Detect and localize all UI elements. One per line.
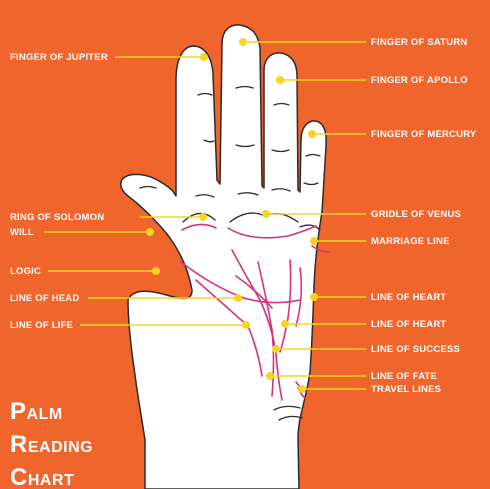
hand-outline <box>120 24 327 489</box>
title-line-2: READING <box>10 431 94 458</box>
label-gridle-of-venus: GRIDLE OF VENUS <box>371 209 462 220</box>
label-line-of-success: LINE OF SUCCESS <box>371 344 461 355</box>
leader-lines <box>44 37 366 393</box>
label-line-of-heart-upper: LINE OF HEART <box>371 292 447 303</box>
label-finger-of-jupiter: FINGER OF JUPITER <box>10 52 108 63</box>
label-logic: LOGIC <box>10 266 42 277</box>
chart-title: PALM READING CHART <box>10 397 93 489</box>
label-line-of-heart-lower: LINE OF HEART <box>371 319 447 330</box>
title-line-3: CHART <box>10 464 75 489</box>
label-line-of-life: LINE OF LIFE <box>10 320 74 331</box>
title-line-1: PALM <box>10 398 63 425</box>
label-finger-of-apollo: FINGER OF APOLLO <box>371 75 468 86</box>
label-finger-of-mercury: FINGER OF MERCURY <box>371 129 477 140</box>
label-finger-of-saturn: FINGER OF SATURN <box>371 37 468 48</box>
label-will: WILL <box>10 227 35 238</box>
label-line-of-head: LINE OF HEAD <box>10 293 80 304</box>
label-travel-lines: TRAVEL LINES <box>371 384 442 395</box>
finger-creases <box>139 85 321 198</box>
label-marriage-line: MARRIAGE LINE <box>371 236 450 247</box>
label-ring-of-solomon: RING OF SOLOMON <box>10 212 105 223</box>
label-line-of-fate: LINE OF FATE <box>371 371 438 382</box>
